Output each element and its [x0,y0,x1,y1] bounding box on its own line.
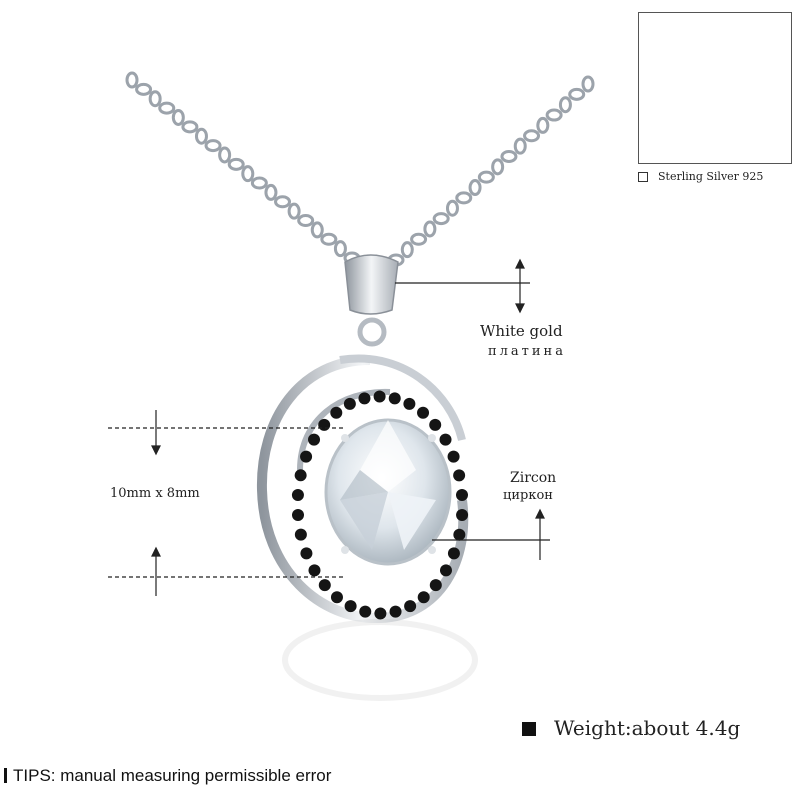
label-size: 10mm x 8mm [110,486,200,501]
chain-link [227,157,245,171]
chain-link [333,240,347,258]
black-stone [343,397,356,410]
chain-left [125,71,361,265]
black-stone [358,392,371,405]
black-stone [447,547,460,560]
chain-right [387,75,595,267]
black-stone [456,509,469,522]
weight-spec: Weight:about 4.4g [522,716,740,740]
weight-text: Weight:about 4.4g [554,716,741,740]
chain-link [536,116,550,134]
chain-link [568,87,586,101]
chain-link [491,158,505,176]
black-stone [404,600,417,613]
black-stone [403,397,416,410]
chain-link [545,108,563,122]
chain-link [410,232,428,246]
chain-link [218,146,232,164]
black-stone [300,547,313,560]
black-stone [330,406,343,419]
center-zircon [324,418,452,566]
bullet-square-icon [522,722,536,736]
chain-link [523,129,541,143]
chain-link [241,165,255,183]
black-stone-halo [291,390,469,620]
thumbnail-frame [638,12,792,164]
black-stone [453,528,466,541]
tips-text: TIPS: manual measuring permissible error [13,766,332,785]
chain-link [423,220,437,238]
black-stone [291,488,304,501]
checkbox-icon [638,172,648,182]
measure-metal [395,258,530,314]
black-stone [308,433,321,446]
chain-link [171,108,185,126]
chain-link [250,176,268,190]
black-stone [389,605,402,618]
thumbnail-caption-text: Sterling Silver 925 [658,170,764,183]
black-stone [429,579,442,592]
black-stone [308,564,321,577]
chain-link [432,212,450,226]
black-stone [300,450,313,463]
black-stone [453,469,466,482]
black-stone [292,509,304,521]
black-stone [294,469,307,482]
chain-link [455,191,473,205]
chain-link [513,137,527,155]
measure-height [108,410,345,596]
black-stone [344,600,357,613]
chain-link [194,127,208,145]
black-stone [447,450,460,463]
black-stone [330,591,343,604]
bullet-bar-icon [4,768,7,783]
chain-link [477,170,495,184]
chain-link [445,199,459,217]
chain-link [581,75,595,93]
chain-link [204,139,222,153]
chain-link [158,101,176,115]
black-stone [456,489,468,501]
chain-link [181,120,199,134]
chain-link [500,149,518,163]
reflection [282,619,478,701]
black-stone [439,564,452,577]
chain-link [320,232,338,246]
chain-link [148,90,162,108]
label-stone-ru: циркон [503,488,553,503]
black-stone [318,418,331,431]
black-stone [359,605,372,618]
label-metal-en: White gold [480,322,563,340]
black-stone [318,579,331,592]
black-stone [373,390,386,403]
label-metal-ru: платина [488,344,566,359]
label-stone-en: Zircon [510,470,557,486]
black-stone [429,418,442,431]
chain-link [310,221,324,239]
chain-link [468,179,482,197]
black-stone [439,433,452,446]
chain-link [287,202,301,220]
black-stone [388,392,401,405]
pendant-bail [344,254,399,347]
black-stone [417,591,430,604]
thumbnail-caption: Sterling Silver 925 [638,170,763,183]
chain-link [400,241,414,259]
measure-stone [432,508,550,560]
chain-link [297,214,315,228]
tips-note: TIPS: manual measuring permissible error [4,766,331,786]
chain-link [274,195,292,209]
black-stone [294,528,307,541]
chain-link [558,96,572,114]
chain-link [125,71,139,89]
black-stone [374,607,387,620]
chain-link [264,183,278,201]
black-stone [417,406,430,419]
chain-link [135,82,153,96]
